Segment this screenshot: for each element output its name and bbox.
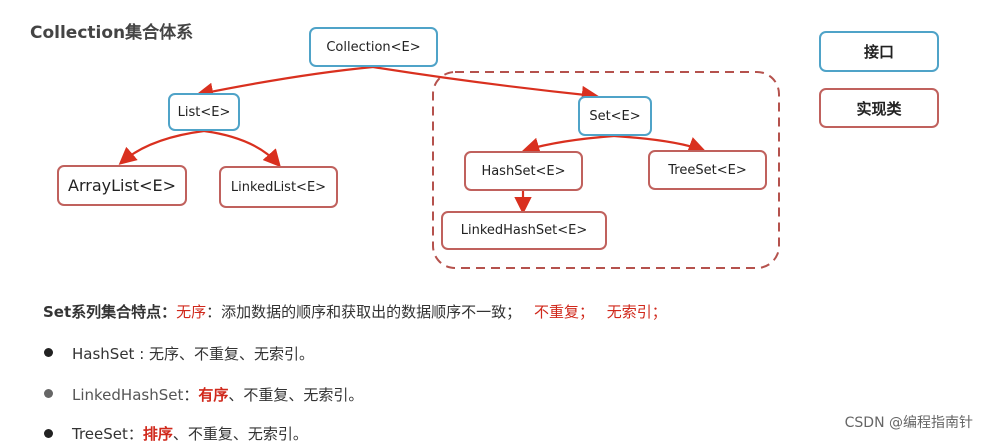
legend-implementation: 实现类 <box>819 88 939 128</box>
bullet-rest: 无序、不重复、无索引。 <box>149 345 315 363</box>
feature-unordered: 无序 <box>176 303 207 321</box>
bullet-hashset: HashSet : 无序、不重复、无索引。 <box>72 343 314 364</box>
arrow-collection-to-set <box>372 65 600 104</box>
features-heading: Set系列集合特点： <box>43 303 177 321</box>
legend-interface: 接口 <box>819 31 939 72</box>
linkedhashset-node: LinkedHashSet<E> <box>441 211 607 250</box>
bullet-dot <box>44 348 53 357</box>
list-node: List<E> <box>168 93 240 131</box>
bullet-dot <box>44 389 53 398</box>
bullet-linkedhashset: LinkedHashSet：有序、不重复、无索引。 <box>72 384 363 405</box>
arrow-set-to-treeset <box>613 134 707 154</box>
arrow-set-to-hashset <box>521 134 615 155</box>
arrow-list-to-linkedlist <box>203 129 281 168</box>
treeset-node: TreeSet<E> <box>648 150 767 190</box>
bullet-sep: ： <box>127 425 143 443</box>
bullet-sep: : <box>134 345 150 363</box>
bullet-rest: 、不重复、无索引。 <box>228 386 364 404</box>
set-group-dashed-border <box>432 71 780 269</box>
feature-no-duplicate: 不重复； <box>533 303 594 321</box>
bullet-label: HashSet <box>72 345 135 363</box>
collection-node: Collection<E> <box>309 27 438 67</box>
hashset-node: HashSet<E> <box>464 151 583 191</box>
bullet-treeset: TreeSet：排序、不重复、无索引。 <box>72 423 308 444</box>
bullet-sep: ： <box>183 386 199 404</box>
bullet-label: TreeSet <box>72 425 128 443</box>
bullet-dot <box>44 429 53 438</box>
arrow-collection-to-list <box>195 65 374 101</box>
bullet-label: LinkedHashSet <box>72 386 184 404</box>
set-node: Set<E> <box>578 96 652 136</box>
feature-no-index: 无索引； <box>606 303 667 321</box>
set-features-line: Set系列集合特点：无序：添加数据的顺序和获取出的数据顺序不一致； 不重复； 无… <box>43 301 667 322</box>
arraylist-node: ArrayList<E> <box>57 165 187 206</box>
bullet-rest: 、不重复、无索引。 <box>172 425 308 443</box>
bullet-highlight: 有序 <box>198 386 229 404</box>
feature-unordered-desc: ：添加数据的顺序和获取出的数据顺序不一致； <box>206 303 522 321</box>
bullet-highlight: 排序 <box>142 425 173 443</box>
page-title: Collection集合体系 <box>30 23 194 43</box>
arrow-list-to-arraylist <box>118 129 205 165</box>
linkedlist-node: LinkedList<E> <box>219 166 338 208</box>
watermark: CSDN @编程指南针 <box>844 415 973 431</box>
